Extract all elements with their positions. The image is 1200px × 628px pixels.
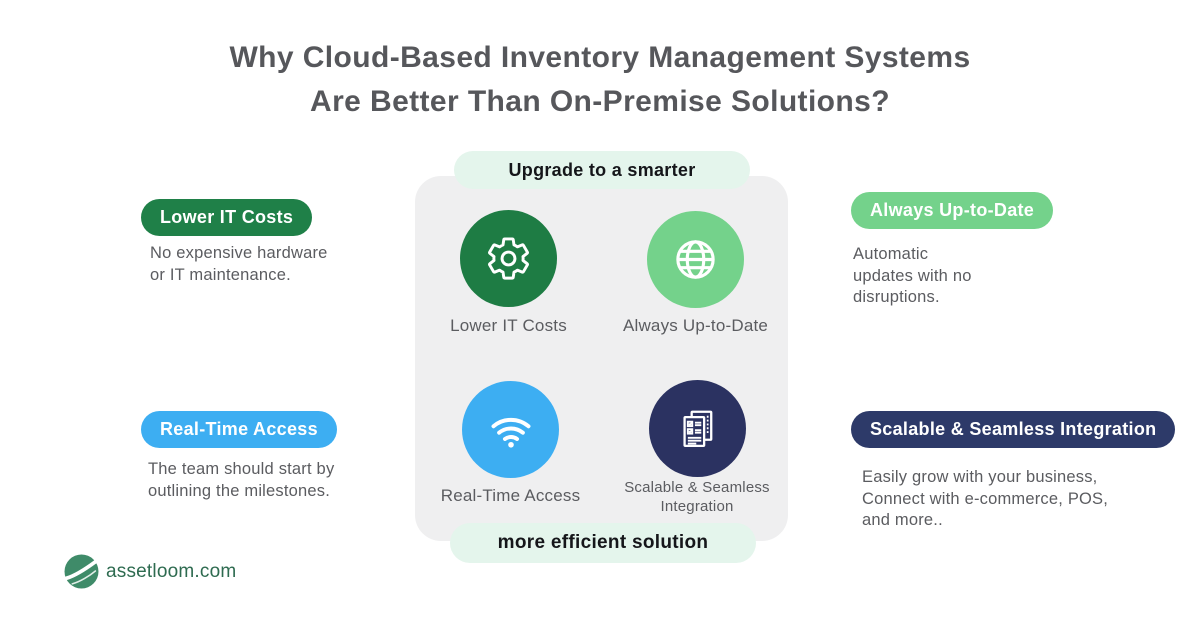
callout-pill-scalable-integration: Scalable & Seamless Integration: [851, 411, 1176, 448]
feature-label-lower-it-costs: Lower IT Costs: [450, 316, 567, 335]
callout-line: and more..: [862, 511, 943, 529]
callout-line: No expensive hardware: [150, 244, 328, 262]
feature-label-real-time-access: Real-Time Access: [440, 486, 581, 505]
callout-pill-always-up-to-date: Always Up-to-Date: [851, 192, 1054, 229]
documents-icon: [675, 406, 721, 452]
feature-label-scalable-integration: Scalable & Seamless Integration: [624, 479, 770, 515]
gear-icon: [485, 235, 532, 282]
feature-circle-scalable-integration: [649, 380, 746, 477]
callout-pill-lower-it-costs: Lower IT Costs: [141, 199, 313, 236]
callout-line: or IT maintenance.: [150, 265, 291, 284]
assetloom-logo-icon: [64, 554, 99, 589]
title-line-1: Why Cloud-Based Inventory Management Sys…: [229, 41, 971, 74]
top-banner-pill: Upgrade to a smarter: [454, 151, 750, 189]
callout-line: Easily grow with your business,: [862, 468, 1098, 486]
feature-label-always-up-to-date: Always Up-to-Date: [622, 316, 769, 335]
feature-circle-always-up-to-date: [647, 211, 744, 308]
callout-line: Connect with e-commerce, POS,: [862, 489, 1109, 508]
callout-line: disruptions.: [853, 288, 940, 306]
callout-line: Automatic: [853, 245, 929, 263]
callout-text-scalable-integration: Easily grow with your business, Connect …: [862, 467, 1108, 532]
globe-icon: [672, 236, 719, 283]
page-title: Why Cloud-Based Inventory Management Sys…: [0, 36, 1200, 124]
logo-text: assetloom.com: [106, 560, 237, 582]
bottom-banner-pill: more efficient solution: [450, 523, 756, 563]
callout-text-real-time-access: The team should start by outlining the m…: [148, 459, 334, 502]
wifi-icon: [486, 405, 536, 455]
callout-pill-real-time-access: Real-Time Access: [141, 411, 337, 448]
callout-text-lower-it-costs: No expensive hardware or IT maintenance.: [150, 243, 328, 286]
feature-circle-lower-it-costs: [460, 210, 557, 307]
callout-text-always-up-to-date: Automatic updates with no disruptions.: [853, 244, 972, 309]
title-line-2: Are Better Than On-Premise Solutions?: [310, 85, 890, 118]
callout-line: updates with no: [853, 266, 972, 285]
callout-line: outlining the milestones.: [148, 481, 331, 500]
callout-line: The team should start by: [148, 460, 335, 478]
feature-circle-real-time-access: [462, 381, 559, 478]
brand-logo: assetloom.com: [64, 554, 236, 589]
